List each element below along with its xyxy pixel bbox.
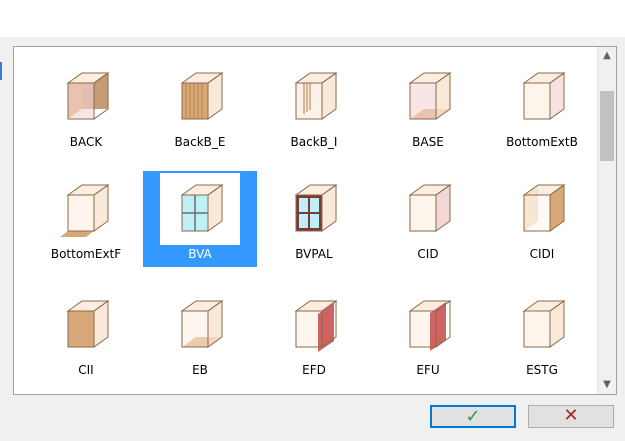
- component-label-text: CII: [78, 363, 94, 377]
- vertical-scrollbar[interactable]: ▲ ▼: [597, 47, 616, 394]
- right-side-panel-cabinet-icon: [408, 184, 452, 232]
- component-label: BackB_I: [257, 134, 371, 150]
- component-label-text: BVPAL: [295, 247, 333, 261]
- component-item[interactable]: EFD: [257, 287, 371, 383]
- component-item[interactable]: BottomExtF: [29, 171, 143, 267]
- component-item[interactable]: CII: [29, 287, 143, 383]
- component-label-text: BottomExtB: [506, 135, 578, 149]
- component-item[interactable]: ESTG: [485, 287, 599, 383]
- component-label-text: EB: [192, 363, 208, 377]
- back-panel-cabinet-icon: [66, 72, 110, 120]
- scroll-up-icon[interactable]: ▲: [603, 50, 611, 61]
- left-side-panel-cabinet-icon: [66, 300, 110, 348]
- inner-right-panel-cabinet-icon: [522, 184, 566, 232]
- component-label-text: BVA: [184, 247, 216, 261]
- bottom-shelf-cabinet-icon: [180, 300, 224, 348]
- component-label: BackB_E: [143, 134, 257, 150]
- empty-frame-cabinet-icon: [522, 300, 566, 348]
- component-item[interactable]: EFU: [371, 287, 485, 383]
- component-label: BVA: [143, 246, 257, 262]
- window-edge-accent: [0, 62, 2, 80]
- dialog-title-area: [0, 0, 625, 37]
- component-label: BVPAL: [257, 246, 371, 262]
- bottom-extension-front-cabinet-icon: [60, 184, 110, 237]
- component-label: BottomExtF: [29, 246, 143, 262]
- component-label-text: BASE: [412, 135, 444, 149]
- component-label-text: ESTG: [526, 363, 558, 377]
- component-label-text: BACK: [69, 135, 103, 149]
- component-item[interactable]: CIDI: [485, 171, 599, 267]
- component-item[interactable]: BACK: [29, 59, 143, 155]
- component-label: EB: [143, 362, 257, 378]
- component-label: CID: [371, 246, 485, 262]
- component-label-text: BackB_E: [174, 135, 226, 149]
- window-frame-cabinet-icon: [294, 184, 338, 232]
- component-label: CIDI: [485, 246, 599, 262]
- glass-door-cabinet-icon: [160, 173, 240, 245]
- component-label-text: CID: [417, 247, 439, 261]
- component-label: CII: [29, 362, 143, 378]
- scrollbar-thumb[interactable]: [600, 91, 614, 161]
- component-item[interactable]: BackB_I: [257, 59, 371, 155]
- component-label-text: BottomExtF: [50, 247, 122, 261]
- bottom-extension-back-cabinet-icon: [522, 72, 566, 120]
- front-door-up-cabinet-icon: [408, 300, 452, 351]
- component-item[interactable]: BVPAL: [257, 171, 371, 267]
- component-item[interactable]: BackB_E: [143, 59, 257, 155]
- component-label: ESTG: [485, 362, 599, 378]
- component-label: BASE: [371, 134, 485, 150]
- base-panel-cabinet-icon: [408, 72, 452, 120]
- checkmark-icon: ✓: [465, 406, 481, 427]
- scroll-down-icon[interactable]: ▼: [603, 379, 611, 390]
- component-label-text: CIDI: [529, 247, 555, 261]
- component-list[interactable]: BACK BackB_E BackB_I BASE BottomExtB BottomEx…: [13, 46, 617, 395]
- component-label: BottomExtB: [485, 134, 599, 150]
- component-item[interactable]: BASE: [371, 59, 485, 155]
- back-panel-interior-cabinet-icon: [294, 72, 338, 120]
- component-label-text: EFU: [416, 363, 440, 377]
- close-icon: ✕: [563, 405, 579, 426]
- component-label-text: BackB_I: [290, 135, 338, 149]
- front-door-right-cabinet-icon: [294, 300, 338, 352]
- component-item[interactable]: EB: [143, 287, 257, 383]
- component-label: BACK: [29, 134, 143, 150]
- component-item[interactable]: CID: [371, 171, 485, 267]
- component-item[interactable]: BVA: [143, 171, 257, 267]
- ok-button[interactable]: ✓: [430, 405, 516, 428]
- component-grid: BACK BackB_E BackB_I BASE BottomExtB BottomEx…: [14, 47, 598, 394]
- component-label: EFD: [257, 362, 371, 378]
- back-panel-exterior-cabinet-icon: [180, 72, 224, 120]
- cancel-button[interactable]: ✕: [528, 405, 614, 428]
- component-label: EFU: [371, 362, 485, 378]
- component-item[interactable]: BottomExtB: [485, 59, 599, 155]
- component-label-text: EFD: [302, 363, 326, 377]
